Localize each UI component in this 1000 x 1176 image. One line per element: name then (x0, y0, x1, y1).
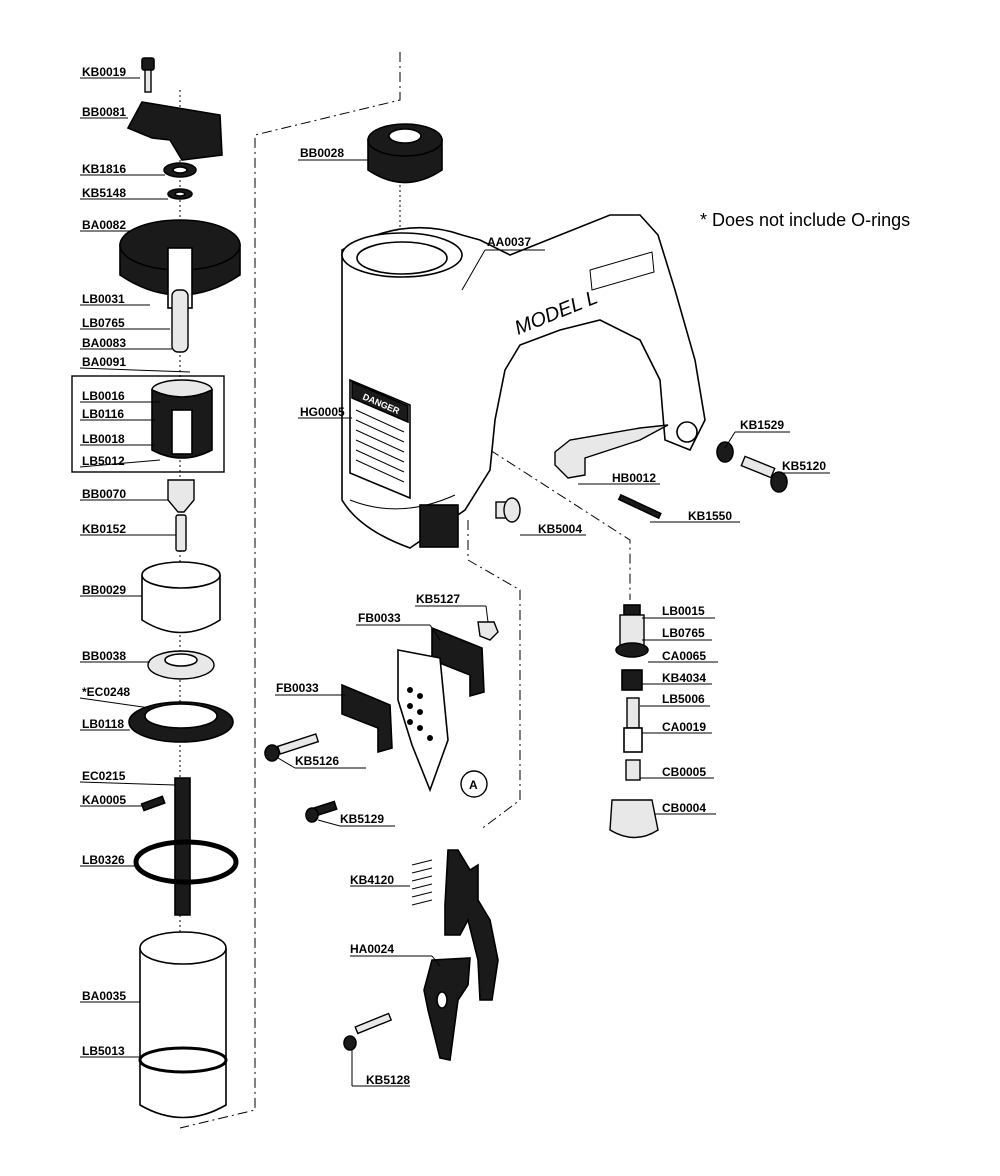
label-lb5006: LB5006 (662, 692, 705, 706)
latch-hb0012 (554, 424, 669, 479)
label-ka0005: KA0005 (82, 793, 126, 807)
piston-assembly (151, 379, 213, 459)
label-lb5013: LB5013 (82, 1044, 125, 1058)
rod-ba0083 (171, 289, 189, 353)
label-kb5004: KB5004 (538, 522, 582, 536)
bumper-bb0070 (167, 479, 195, 513)
label-kb5128: KB5128 (366, 1073, 410, 1087)
label-aa0037: AA0037 (487, 235, 531, 249)
label-ha0024: HA0024 (350, 942, 394, 956)
label-kb1550: KB1550 (688, 509, 732, 523)
label-kb5126: KB5126 (295, 754, 339, 768)
screw-kb5126 (264, 733, 320, 762)
pin-kb1550 (617, 493, 662, 520)
label-ba0082: BA0082 (82, 218, 126, 232)
label-ba0083: BA0083 (82, 336, 126, 350)
warning-label-hg0005: DANGER (349, 378, 411, 500)
label-kb0019: KB0019 (82, 65, 126, 79)
cylinder-ba0035 (138, 931, 228, 1119)
label-kb1816: KB1816 (82, 162, 126, 176)
cap-bb0028 (367, 123, 443, 184)
label-kb4034: KB4034 (662, 671, 706, 685)
label-kb4120: KB4120 (350, 873, 394, 887)
label-kb5129: KB5129 (340, 812, 384, 826)
label-ca0019: CA0019 (662, 720, 706, 734)
screw-kb5128 (343, 1012, 393, 1051)
label-hb0012: HB0012 (612, 471, 656, 485)
label-lb0016: LB0016 (82, 389, 125, 403)
ring-lb0326 (133, 839, 239, 885)
label-fb0033-bottom: FB0033 (276, 681, 319, 695)
label-lb5012: LB5012 (82, 454, 125, 468)
washer-kb1529 (716, 441, 734, 463)
callout-a: A (469, 778, 478, 792)
screw-kb0152 (175, 514, 187, 552)
label-lb0765-left: LB0765 (82, 316, 125, 330)
label-lb0118: LB0118 (82, 717, 124, 731)
label-cb0004: CB0004 (662, 801, 706, 815)
valve-stack (609, 604, 659, 839)
sleeve-bb0029 (141, 561, 221, 634)
label-ec0215: EC0215 (82, 769, 126, 783)
jaw-assembly: A (264, 621, 499, 823)
label-bb0081: BB0081 (82, 105, 126, 119)
label-bb0038: BB0038 (82, 649, 126, 663)
screw-kb0019 (141, 57, 155, 93)
label-hg0005: HG0005 (300, 405, 345, 419)
label-kb5127: KB5127 (416, 592, 460, 606)
label-ba0035: BA0035 (82, 989, 126, 1003)
label-lb0015: LB0015 (662, 604, 705, 618)
trigger-assembly (343, 849, 499, 1061)
screw-kb5120 (740, 455, 788, 493)
callout-circle-a (460, 770, 488, 798)
label-lb0326: LB0326 (82, 853, 125, 867)
housing-aa0037 (341, 214, 706, 549)
label-kb0152: KB0152 (82, 522, 126, 536)
label-lb0031: LB0031 (82, 292, 125, 306)
label-kb1529: KB1529 (740, 418, 784, 432)
plate-bb0081 (126, 101, 223, 161)
label-cb0005: CB0005 (662, 765, 706, 779)
plug-kb5004 (495, 497, 521, 523)
label-bb0029: BB0029 (82, 583, 126, 597)
blade-ec0215 (174, 777, 191, 916)
o-ring-note: * Does not include O-rings (700, 210, 910, 230)
label-ba0091: BA0091 (82, 355, 126, 369)
screw-kb5129 (305, 800, 338, 823)
label-kb5120: KB5120 (782, 459, 826, 473)
group-ba0091 (71, 375, 225, 473)
ring-bb0038 (147, 650, 215, 680)
label-ca0065: CA0065 (662, 649, 706, 663)
seal-lb0118 (128, 701, 234, 743)
label-fb0033-top: FB0033 (358, 611, 401, 625)
pin-ka0005 (140, 795, 166, 812)
label-lb0765-right: LB0765 (662, 626, 705, 640)
label-kb5148: KB5148 (82, 186, 126, 200)
label-lb0018: LB0018 (82, 432, 125, 446)
label-bb0070: BB0070 (82, 487, 126, 501)
label-bb0028: BB0028 (300, 146, 344, 160)
label-lb0116: LB0116 (82, 407, 124, 421)
label-ec0248: *EC0248 (82, 685, 130, 699)
